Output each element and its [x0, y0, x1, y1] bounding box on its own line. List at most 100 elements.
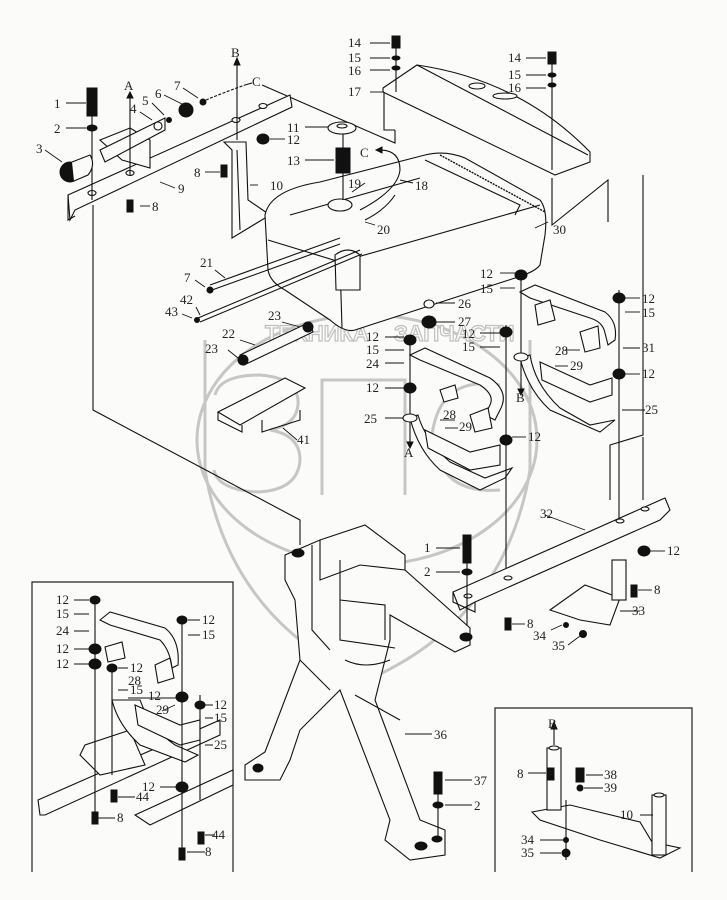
callout-12f: 12	[480, 266, 493, 281]
callout-15f: 15	[642, 305, 655, 320]
inset-left-callout-44b: 44	[212, 827, 226, 842]
marker-a-top: A	[124, 78, 134, 93]
callout-30: 30	[553, 222, 566, 237]
callout-12g: 12	[642, 291, 655, 306]
top-cover-plate-17	[382, 64, 591, 176]
callout-8b: 8	[194, 165, 201, 180]
marker-b-top: B	[231, 45, 240, 60]
inset-left-callout-12a: 12	[56, 592, 69, 607]
callout-8d: 8	[654, 582, 661, 597]
screw-8a	[126, 199, 134, 213]
inset-right-callout-38: 38	[604, 767, 617, 782]
left-mounting-bracket	[67, 94, 293, 239]
marker-c-top: C	[252, 74, 261, 89]
callout-43: 43	[165, 304, 178, 319]
inset-left-callout-15c: 15	[202, 627, 215, 642]
inset-left-callout-8b: 8	[205, 844, 212, 859]
screw-8d	[630, 584, 638, 598]
callout-42: 42	[180, 292, 193, 307]
inset-right	[494, 707, 693, 872]
bolt-37	[432, 771, 444, 840]
tank-cap-11	[327, 121, 357, 135]
fuel-hoses-18-19-20	[359, 146, 401, 221]
callout-23a: 23	[268, 308, 281, 323]
callout-25b: 25	[645, 402, 658, 417]
callout-29b: 29	[570, 358, 583, 373]
callout-12e: 12	[528, 429, 541, 444]
watermark-logo-text: ЗПС	[0, 0, 2, 1]
callout-16a: 16	[348, 63, 362, 78]
screw-8c	[504, 617, 512, 631]
callout-15a: 15	[348, 50, 361, 65]
fuel-tank-30	[264, 152, 547, 332]
callout-8c: 8	[527, 616, 534, 631]
callout-15c: 15	[366, 342, 379, 357]
watermark-right-text: ЗАПЧАСТИ	[394, 321, 515, 346]
callout-4: 4	[130, 101, 137, 116]
tank-strap-right	[513, 269, 626, 530]
marker-a-mid: A	[404, 445, 414, 460]
callout-9: 9	[178, 181, 185, 196]
callout-36: 36	[434, 727, 448, 742]
callout-37: 37	[474, 773, 488, 788]
callout-7: 7	[174, 78, 181, 93]
nut-12a	[256, 133, 270, 145]
inset-left-callout-28: 28	[128, 673, 141, 688]
callout-2: 2	[54, 121, 61, 136]
callout-12h: 12	[642, 366, 655, 381]
cross-rail-32	[452, 497, 671, 613]
inset-left-callout-15b: 15	[130, 682, 143, 697]
callout-17: 17	[348, 84, 362, 99]
callout-27: 27	[458, 314, 472, 329]
bracket-33	[548, 559, 627, 626]
callout-1b: 1	[424, 540, 431, 555]
callout-10: 10	[270, 178, 283, 193]
washer-2	[86, 124, 98, 132]
filler-strainer-13	[335, 134, 351, 200]
callout-12c: 12	[366, 380, 379, 395]
inset-left-callout-8a: 8	[117, 810, 124, 825]
marker-b-mid: B	[516, 390, 525, 405]
callout-5: 5	[142, 93, 149, 108]
inset-left-callout-12b: 12	[56, 641, 69, 656]
tank-strap-left	[402, 325, 514, 580]
washer-34	[563, 622, 569, 628]
callout-18: 18	[415, 178, 428, 193]
inset-left-callout-12d: 12	[130, 660, 143, 675]
callout-2b: 2	[424, 564, 431, 579]
inset-left-callout-15a: 15	[56, 606, 69, 621]
callouts-main: 1 2 3 4 5 6 7 8 8 9 10 11 12 13 14 15 16…	[36, 35, 680, 813]
callout-28b: 28	[555, 343, 568, 358]
watermark-logo-p	[320, 378, 407, 495]
nuts-26-27	[421, 299, 437, 329]
callout-29a: 29	[459, 419, 472, 434]
support-stand-36	[244, 524, 473, 861]
callouts-inset-left: 12 15 24 12 12 12 28 15 12 15 12 29 12 1…	[56, 592, 227, 859]
inset-left-callout-44a: 44	[136, 789, 150, 804]
inset-right-callout-34: 34	[521, 832, 535, 847]
bolt-stack-14-15-16-left	[391, 35, 401, 92]
callout-14b: 14	[508, 50, 522, 65]
callout-28a: 28	[443, 407, 456, 422]
small-parts-4-to-7	[153, 82, 253, 131]
section-markers: A B C C A B B	[124, 45, 557, 731]
inset-left-callout-12h: 12	[142, 779, 155, 794]
callout-6: 6	[155, 86, 162, 101]
nut-35	[579, 630, 587, 638]
callout-14a: 14	[348, 35, 362, 50]
inset-right-callout-35: 35	[521, 845, 534, 860]
axis-line-b-top	[233, 56, 241, 140]
callout-12i: 12	[667, 543, 680, 558]
inset-left	[31, 581, 234, 872]
marker-b-inset: B	[548, 716, 557, 731]
callout-25a: 25	[364, 411, 377, 426]
callout-31: 31	[642, 340, 655, 355]
callout-1: 1	[54, 96, 61, 111]
callout-24: 24	[366, 356, 380, 371]
callout-15b: 15	[508, 67, 521, 82]
marker-c-tank: C	[360, 145, 369, 160]
inset-left-callout-12g: 12	[214, 697, 227, 712]
callout-16b: 16	[508, 80, 522, 95]
callout-34: 34	[533, 628, 547, 643]
